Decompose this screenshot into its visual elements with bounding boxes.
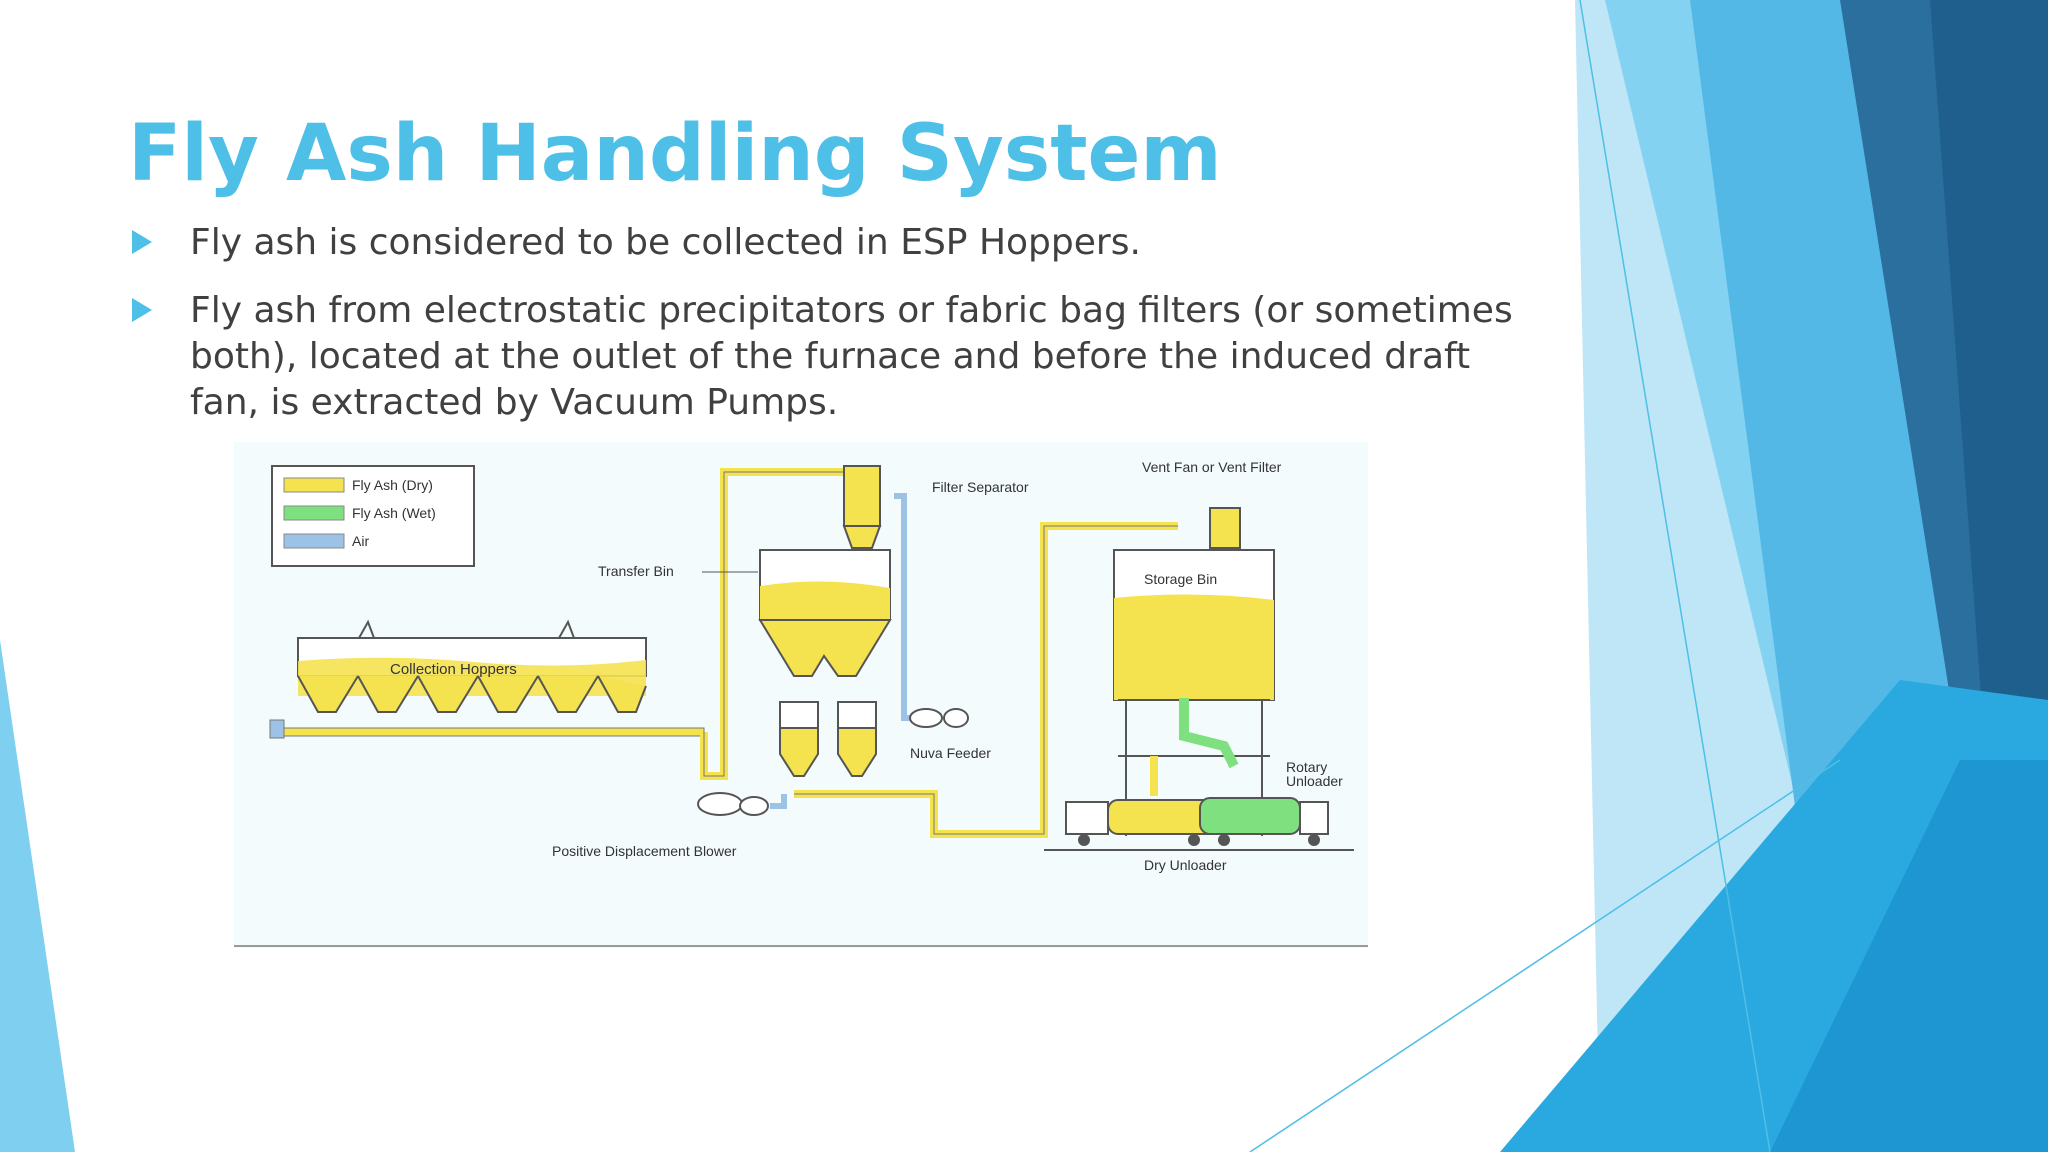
dry-unloader: Dry Unloader <box>1144 756 1227 873</box>
label-collection-hoppers: Collection Hoppers <box>390 661 517 678</box>
label-rotary-unloader-2: Unloader <box>1286 773 1343 789</box>
legend-swatch-dry <box>283 477 345 493</box>
bullet-item: Fly ash is considered to be collected in… <box>128 220 1528 266</box>
bg-shape-right-darker <box>1930 0 2048 750</box>
label-filter-separator: Filter Separator <box>932 479 1029 495</box>
rotary-unloader: Rotary Unloader <box>1179 698 1343 789</box>
legend-swatch-air <box>283 533 345 549</box>
fly-ash-diagram: Fly Ash (Dry) Fly Ash (Wet) Air Collecti… <box>234 442 1368 948</box>
bullet-list: Fly ash is considered to be collected in… <box>128 220 1528 448</box>
horizontal-conveying-line <box>273 727 705 737</box>
bullet-item: Fly ash from electrostatic precipitators… <box>128 288 1528 426</box>
legend: Fly Ash (Dry) Fly Ash (Wet) Air <box>271 465 475 567</box>
storage-bin: Storage Bin <box>1113 549 1275 836</box>
triangle-bullet-icon <box>132 230 152 254</box>
label-storage-bin: Storage Bin <box>1144 571 1217 587</box>
bg-line-1 <box>1579 0 1771 1152</box>
bg-shape-bottom-right-deep <box>1770 760 2048 1152</box>
label-rotary-unloader-1: Rotary <box>1286 759 1327 775</box>
legend-label-air: Air <box>352 533 369 549</box>
positive-displacement-blower: Positive Displacement Blower <box>552 792 787 859</box>
triangle-bullet-icon <box>132 298 152 322</box>
legend-swatch-wet <box>283 505 345 521</box>
label-dry-unloader: Dry Unloader <box>1144 857 1227 873</box>
air-blower-upper <box>909 708 969 728</box>
slide-title: Fly Ash Handling System <box>128 109 1222 199</box>
filter-separator: Filter Separator <box>842 465 1029 549</box>
label-transfer-bin: Transfer Bin <box>598 563 674 579</box>
transfer-bin: Transfer Bin <box>598 549 892 677</box>
vent-fan: Vent Fan or Vent Filter <box>1142 459 1282 549</box>
label-blower: Positive Displacement Blower <box>552 843 737 859</box>
legend-label-dry: Fly Ash (Dry) <box>352 477 433 493</box>
label-vent-fan: Vent Fan or Vent Filter <box>1142 459 1282 475</box>
dry-truck <box>1065 799 1221 846</box>
air-inlet <box>269 719 285 739</box>
bullet-text: Fly ash from electrostatic precipitators… <box>190 290 1513 423</box>
label-nuva-feeder: Nuva Feeder <box>910 745 991 761</box>
bg-shape-left-light <box>0 640 75 1152</box>
legend-label-wet: Fly Ash (Wet) <box>352 505 436 521</box>
nuva-feeders: Nuva Feeder <box>779 701 991 777</box>
wet-truck <box>1199 797 1329 846</box>
collection-hoppers: Collection Hoppers <box>297 619 647 713</box>
bullet-text: Fly ash is considered to be collected in… <box>190 222 1141 263</box>
bg-line-2 <box>1249 759 1841 1152</box>
